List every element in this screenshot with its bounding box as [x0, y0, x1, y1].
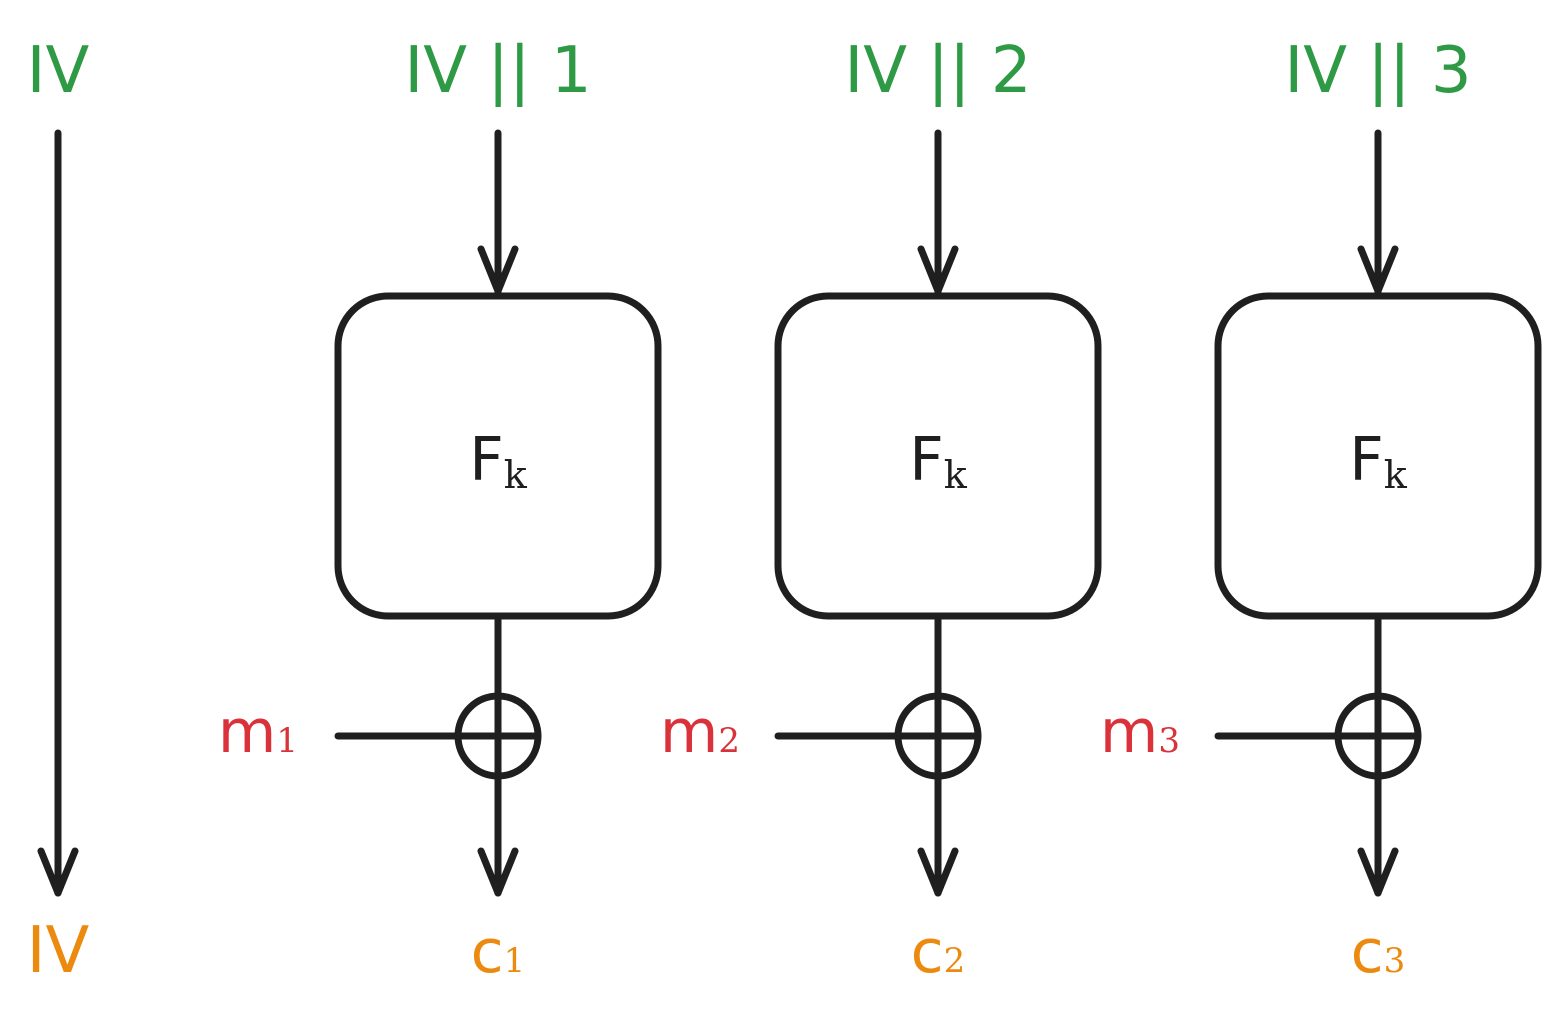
xor-icon: [454, 692, 542, 780]
block-2: IV || 2 Fk m2 c2: [660, 34, 1102, 987]
output-arrowhead: [917, 847, 959, 897]
block-input-label: IV || 1: [404, 34, 591, 108]
message-label: m1: [218, 697, 298, 767]
iv-bottom-label: IV: [27, 914, 90, 988]
message-label: m3: [1100, 697, 1180, 767]
prf-label: Fk: [1349, 425, 1408, 497]
cipher-label: c2: [911, 917, 966, 987]
input-arrowhead: [917, 245, 959, 295]
iv-top-label: IV: [27, 34, 90, 108]
block-input-label: IV || 3: [1284, 34, 1471, 108]
output-arrowhead: [477, 847, 519, 897]
output-arrowhead: [1357, 847, 1399, 897]
block-3: IV || 3 Fk m3 c3: [1100, 34, 1542, 987]
prf-label: Fk: [469, 425, 528, 497]
cipher-label: c3: [1351, 917, 1406, 987]
block-1: IV || 1 Fk m1 c1: [218, 34, 662, 987]
xor-icon: [894, 692, 982, 780]
block-input-label: IV || 2: [844, 34, 1031, 108]
prf-label: Fk: [909, 425, 968, 497]
input-arrowhead: [1357, 245, 1399, 295]
xor-icon: [1334, 692, 1422, 780]
iv-passthrough-arrowhead: [37, 847, 79, 897]
input-arrowhead: [477, 245, 519, 295]
iv-column: IV IV: [27, 34, 90, 988]
cipher-label: c1: [471, 917, 526, 987]
message-label: m2: [660, 697, 740, 767]
